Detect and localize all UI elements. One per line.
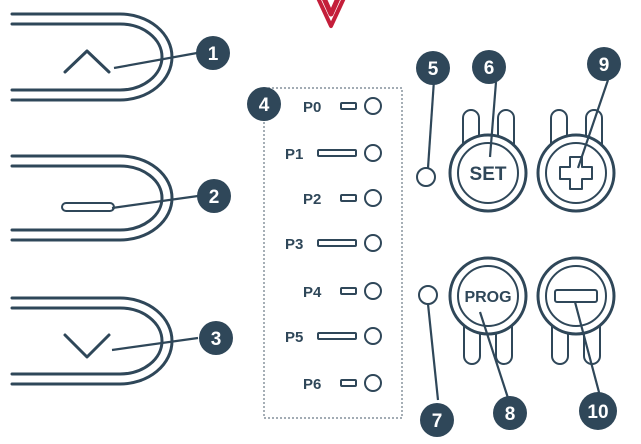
set-button-label: SET bbox=[470, 164, 507, 185]
prog-button[interactable]: PROG bbox=[448, 256, 528, 365]
svg-text:4: 4 bbox=[259, 95, 270, 116]
svg-text:7: 7 bbox=[432, 411, 443, 432]
up-key[interactable] bbox=[10, 12, 174, 102]
program-row: P3 bbox=[285, 234, 382, 253]
program-row: P2 bbox=[303, 189, 382, 208]
minus-icon bbox=[61, 202, 115, 212]
minus-button[interactable] bbox=[536, 256, 616, 365]
program-led bbox=[364, 327, 382, 345]
program-label: P2 bbox=[303, 191, 321, 208]
svg-text:8: 8 bbox=[505, 404, 516, 425]
svg-text:6: 6 bbox=[484, 58, 495, 79]
svg-text:2: 2 bbox=[209, 187, 220, 208]
callout-7: 7 bbox=[420, 403, 454, 437]
svg-text:3: 3 bbox=[211, 329, 222, 350]
callout-8: 8 bbox=[493, 396, 527, 430]
program-label: P0 bbox=[303, 99, 321, 116]
callout-1: 1 bbox=[196, 36, 230, 70]
callout-5: 5 bbox=[416, 51, 450, 85]
status-led-upper bbox=[416, 167, 436, 187]
program-label: P6 bbox=[303, 376, 321, 393]
program-led bbox=[364, 97, 382, 115]
svg-text:1: 1 bbox=[208, 44, 219, 65]
callout-3: 3 bbox=[199, 321, 233, 355]
callout-4: 4 bbox=[247, 87, 281, 121]
program-row: P0 bbox=[303, 97, 382, 116]
program-label: P4 bbox=[303, 284, 322, 301]
callout-6: 6 bbox=[472, 50, 506, 84]
callout-10: 10 bbox=[579, 392, 617, 430]
plus-button[interactable] bbox=[536, 109, 616, 213]
program-list-frame bbox=[263, 87, 403, 419]
program-row: P1 bbox=[285, 144, 382, 163]
red-down-arrow-icon bbox=[316, 0, 346, 28]
program-row: P5 bbox=[285, 327, 382, 346]
program-led bbox=[364, 144, 382, 162]
program-row: P6 bbox=[303, 374, 382, 393]
down-key[interactable] bbox=[10, 296, 174, 386]
program-led bbox=[364, 234, 382, 252]
chevron-down-icon bbox=[63, 333, 111, 359]
chevron-up-icon bbox=[63, 49, 111, 74]
svg-text:5: 5 bbox=[428, 59, 439, 80]
svg-text:10: 10 bbox=[587, 402, 608, 423]
prog-button-label: PROG bbox=[464, 289, 511, 306]
minus-key[interactable] bbox=[10, 154, 174, 242]
program-row: P4 bbox=[303, 282, 382, 301]
program-led bbox=[364, 374, 382, 392]
program-label: P5 bbox=[285, 329, 303, 346]
callout-9: 9 bbox=[587, 47, 621, 81]
callout-2: 2 bbox=[197, 179, 231, 213]
program-label: P3 bbox=[285, 236, 303, 253]
set-button[interactable]: SET bbox=[448, 109, 528, 213]
status-led-lower bbox=[418, 285, 438, 305]
plus-icon bbox=[559, 156, 593, 190]
program-led bbox=[364, 189, 382, 207]
svg-text:9: 9 bbox=[599, 55, 610, 76]
program-led bbox=[364, 282, 382, 300]
program-label: P1 bbox=[285, 146, 303, 163]
